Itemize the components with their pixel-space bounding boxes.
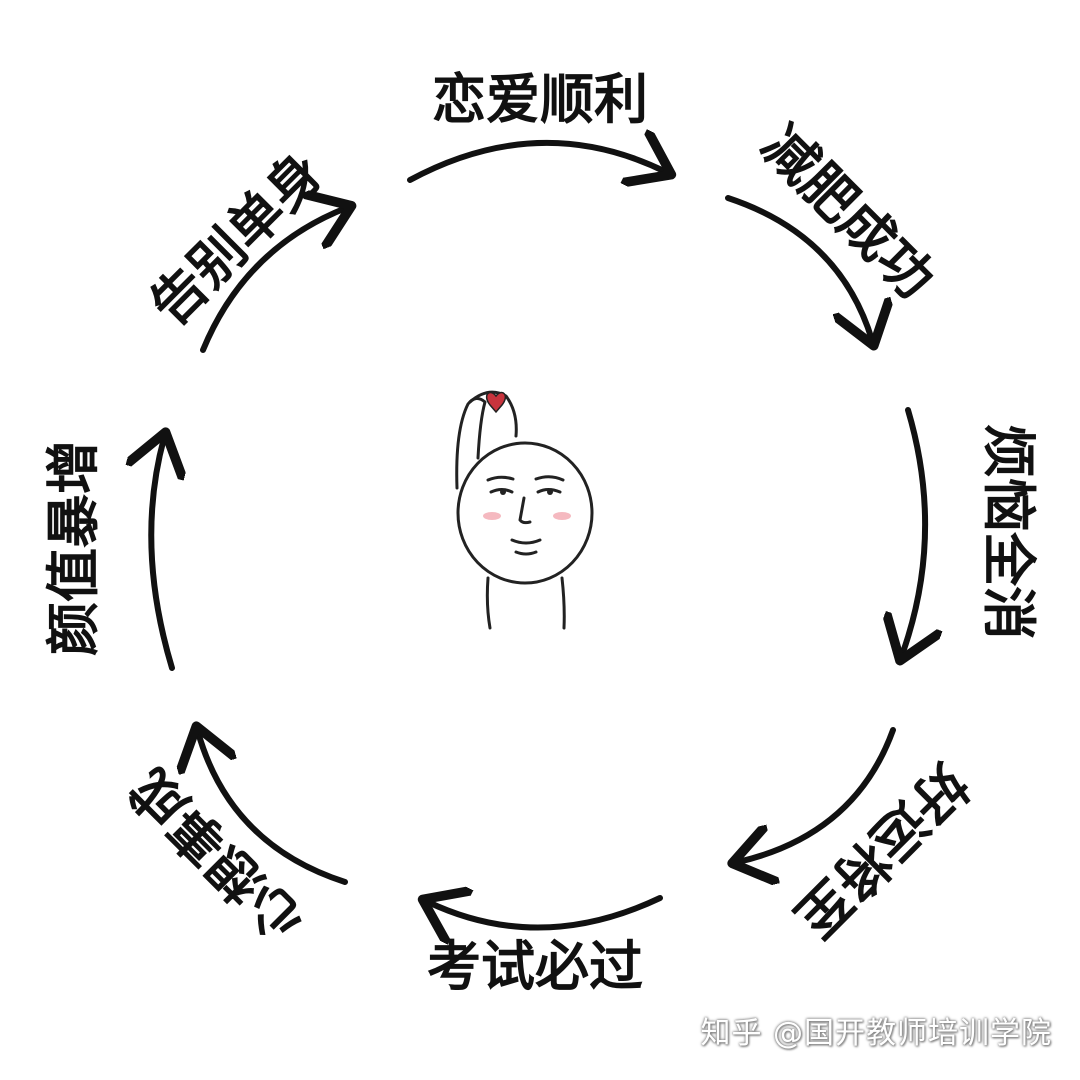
figure-chin	[516, 552, 536, 554]
wish-single: 告别单身	[138, 140, 335, 337]
figure-mouth	[512, 540, 540, 543]
figure-left-blush	[483, 512, 501, 520]
watermark-text: 知乎 @国开教师培训学院	[700, 1008, 1052, 1052]
wish-love: 恋爱顺利	[432, 68, 648, 131]
figure-neck	[487, 578, 564, 628]
arrow-bottom	[428, 898, 660, 928]
figure-right-pupil	[547, 489, 553, 495]
figure-left-brow	[488, 477, 513, 480]
arrow-right	[902, 410, 925, 655]
arrow-left	[151, 438, 172, 668]
center-figure	[457, 392, 592, 628]
figure-nose	[520, 498, 530, 523]
figure-arm	[457, 398, 485, 488]
wish-looks: 颜值暴增	[42, 440, 105, 656]
wish-luck: 好运将至	[782, 752, 980, 950]
heart-icon	[487, 393, 506, 412]
figure-right-blush	[553, 512, 571, 520]
figure-head	[458, 443, 592, 583]
cycle-arrows	[151, 143, 925, 928]
wish-worry: 烦恼全消	[977, 424, 1040, 640]
figure-right-brow	[536, 477, 563, 480]
arrow-top	[410, 143, 666, 180]
wish-labels: 恋爱顺利 减肥成功 烦恼全消 好运将至 考试必过 心想事成 颜值暴增 告别单身	[42, 68, 1040, 998]
wish-diet: 减肥成功	[749, 113, 946, 310]
wish-exam: 考试必过	[427, 935, 643, 998]
figure-left-pupil	[500, 489, 506, 495]
